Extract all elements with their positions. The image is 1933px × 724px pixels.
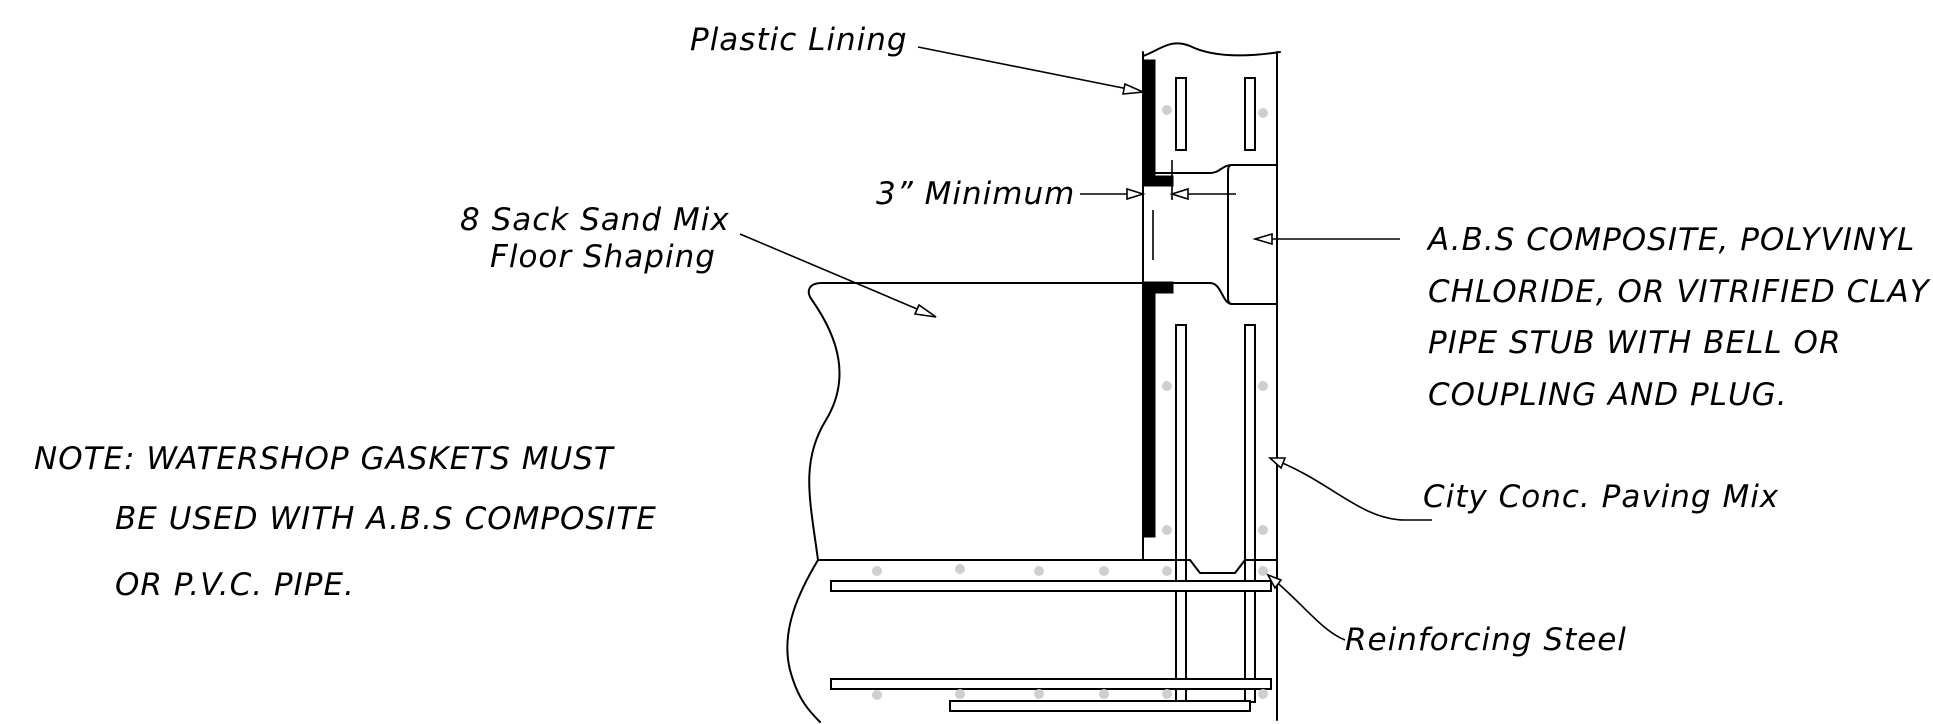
slab-left-break-line — [786, 559, 821, 723]
note-line1: NOTE: WATERSHOP GASKETS MUST — [34, 441, 615, 477]
label-pipe-stub-line2: CHLORIDE, OR VITRIFIED CLAY — [1428, 274, 1931, 310]
label-three-minimum: 3” Minimum — [876, 176, 1075, 212]
wall-rebar-lower-left — [1175, 324, 1187, 703]
label-pipe-stub-line1: A.B.S COMPOSITE, POLYVINYL — [1426, 222, 1915, 258]
pipe-stub-plug — [1227, 164, 1278, 305]
leader-paving-mix — [1269, 457, 1432, 521]
arrowhead-sand-mix — [913, 303, 937, 318]
note-line2: BE USED WITH A.B.S COMPOSITE — [115, 501, 657, 537]
rebar-dot — [1258, 566, 1268, 576]
leader-reinforcing-steel — [1267, 574, 1346, 641]
rebar-dots — [872, 105, 1268, 700]
rebar-dot — [1099, 689, 1109, 699]
slab-rebar-base — [949, 700, 1251, 712]
arrowhead-pipe-stub — [1252, 232, 1273, 246]
floor-slab — [786, 282, 1278, 723]
rebar-dot — [1258, 689, 1268, 699]
wall-rebar-upper-left — [1175, 77, 1187, 151]
rebar-dot — [1034, 689, 1044, 699]
rebar-dot — [1034, 566, 1044, 576]
general-note: NOTE: WATERSHOP GASKETS MUST BE USED WIT… — [34, 441, 657, 603]
label-pipe-stub-line4: COUPLING AND PLUG. — [1428, 377, 1788, 413]
slab-rebar-bottom — [830, 678, 1272, 690]
leaders — [739, 46, 1432, 641]
note-line3: OR P.V.C. PIPE. — [115, 567, 355, 603]
rebar-dot — [872, 690, 882, 700]
floor-shaping-top — [807, 282, 1144, 561]
label-sand-mix-line1: 8 Sack Sand Mix — [460, 202, 730, 238]
label-pipe-stub-line3: PIPE STUB WITH BELL OR — [1428, 325, 1841, 361]
label-reinforcing-steel: Reinforcing Steel — [1345, 622, 1627, 658]
rebar-dot — [1258, 525, 1268, 535]
wall-rebar-upper-right — [1244, 77, 1256, 151]
leader-plastic-lining — [917, 46, 1144, 93]
rebar-dot — [1258, 381, 1268, 391]
slab-top-step — [1189, 559, 1278, 574]
slab-rebar — [830, 580, 1272, 712]
arrowhead-reinforcing-steel — [1266, 573, 1283, 590]
callout-labels: Plastic Lining 3” Minimum 8 Sack Sand Mi… — [460, 22, 1931, 658]
rebar-dot — [1162, 566, 1172, 576]
rebar-dot — [1162, 689, 1172, 699]
arrowhead-three-minimum-right — [1169, 187, 1189, 201]
wall-rebar-lower-right — [1244, 324, 1256, 703]
label-plastic-lining: Plastic Lining — [690, 22, 908, 58]
rebar-dot — [1099, 566, 1109, 576]
plastic-lining — [1142, 59, 1174, 538]
rebar-dot — [955, 689, 965, 699]
rebar-dot — [1258, 108, 1268, 118]
slab-rebar-top — [830, 580, 1272, 592]
arrowhead-three-minimum-left — [1126, 187, 1146, 201]
rebar-dot — [1162, 381, 1172, 391]
lining-upper — [1142, 59, 1156, 185]
arrowhead-plastic-lining — [1122, 82, 1147, 95]
rebar-dot — [1162, 525, 1172, 535]
pipe-stub-bell — [1142, 164, 1278, 174]
leader-sand-mix — [739, 233, 937, 318]
lining-lower — [1142, 281, 1156, 538]
concrete-wall — [1142, 42, 1281, 721]
rebar-dot — [1162, 105, 1172, 115]
label-paving-mix: City Conc. Paving Mix — [1423, 479, 1779, 515]
arrowhead-paving-mix — [1267, 457, 1287, 470]
wall-top-break-line — [1142, 42, 1281, 57]
rebar-dot — [872, 566, 882, 576]
lining-upper-flange — [1142, 175, 1174, 187]
rebar-dot — [955, 564, 965, 574]
label-sand-mix-line2: Floor Shaping — [490, 239, 716, 275]
